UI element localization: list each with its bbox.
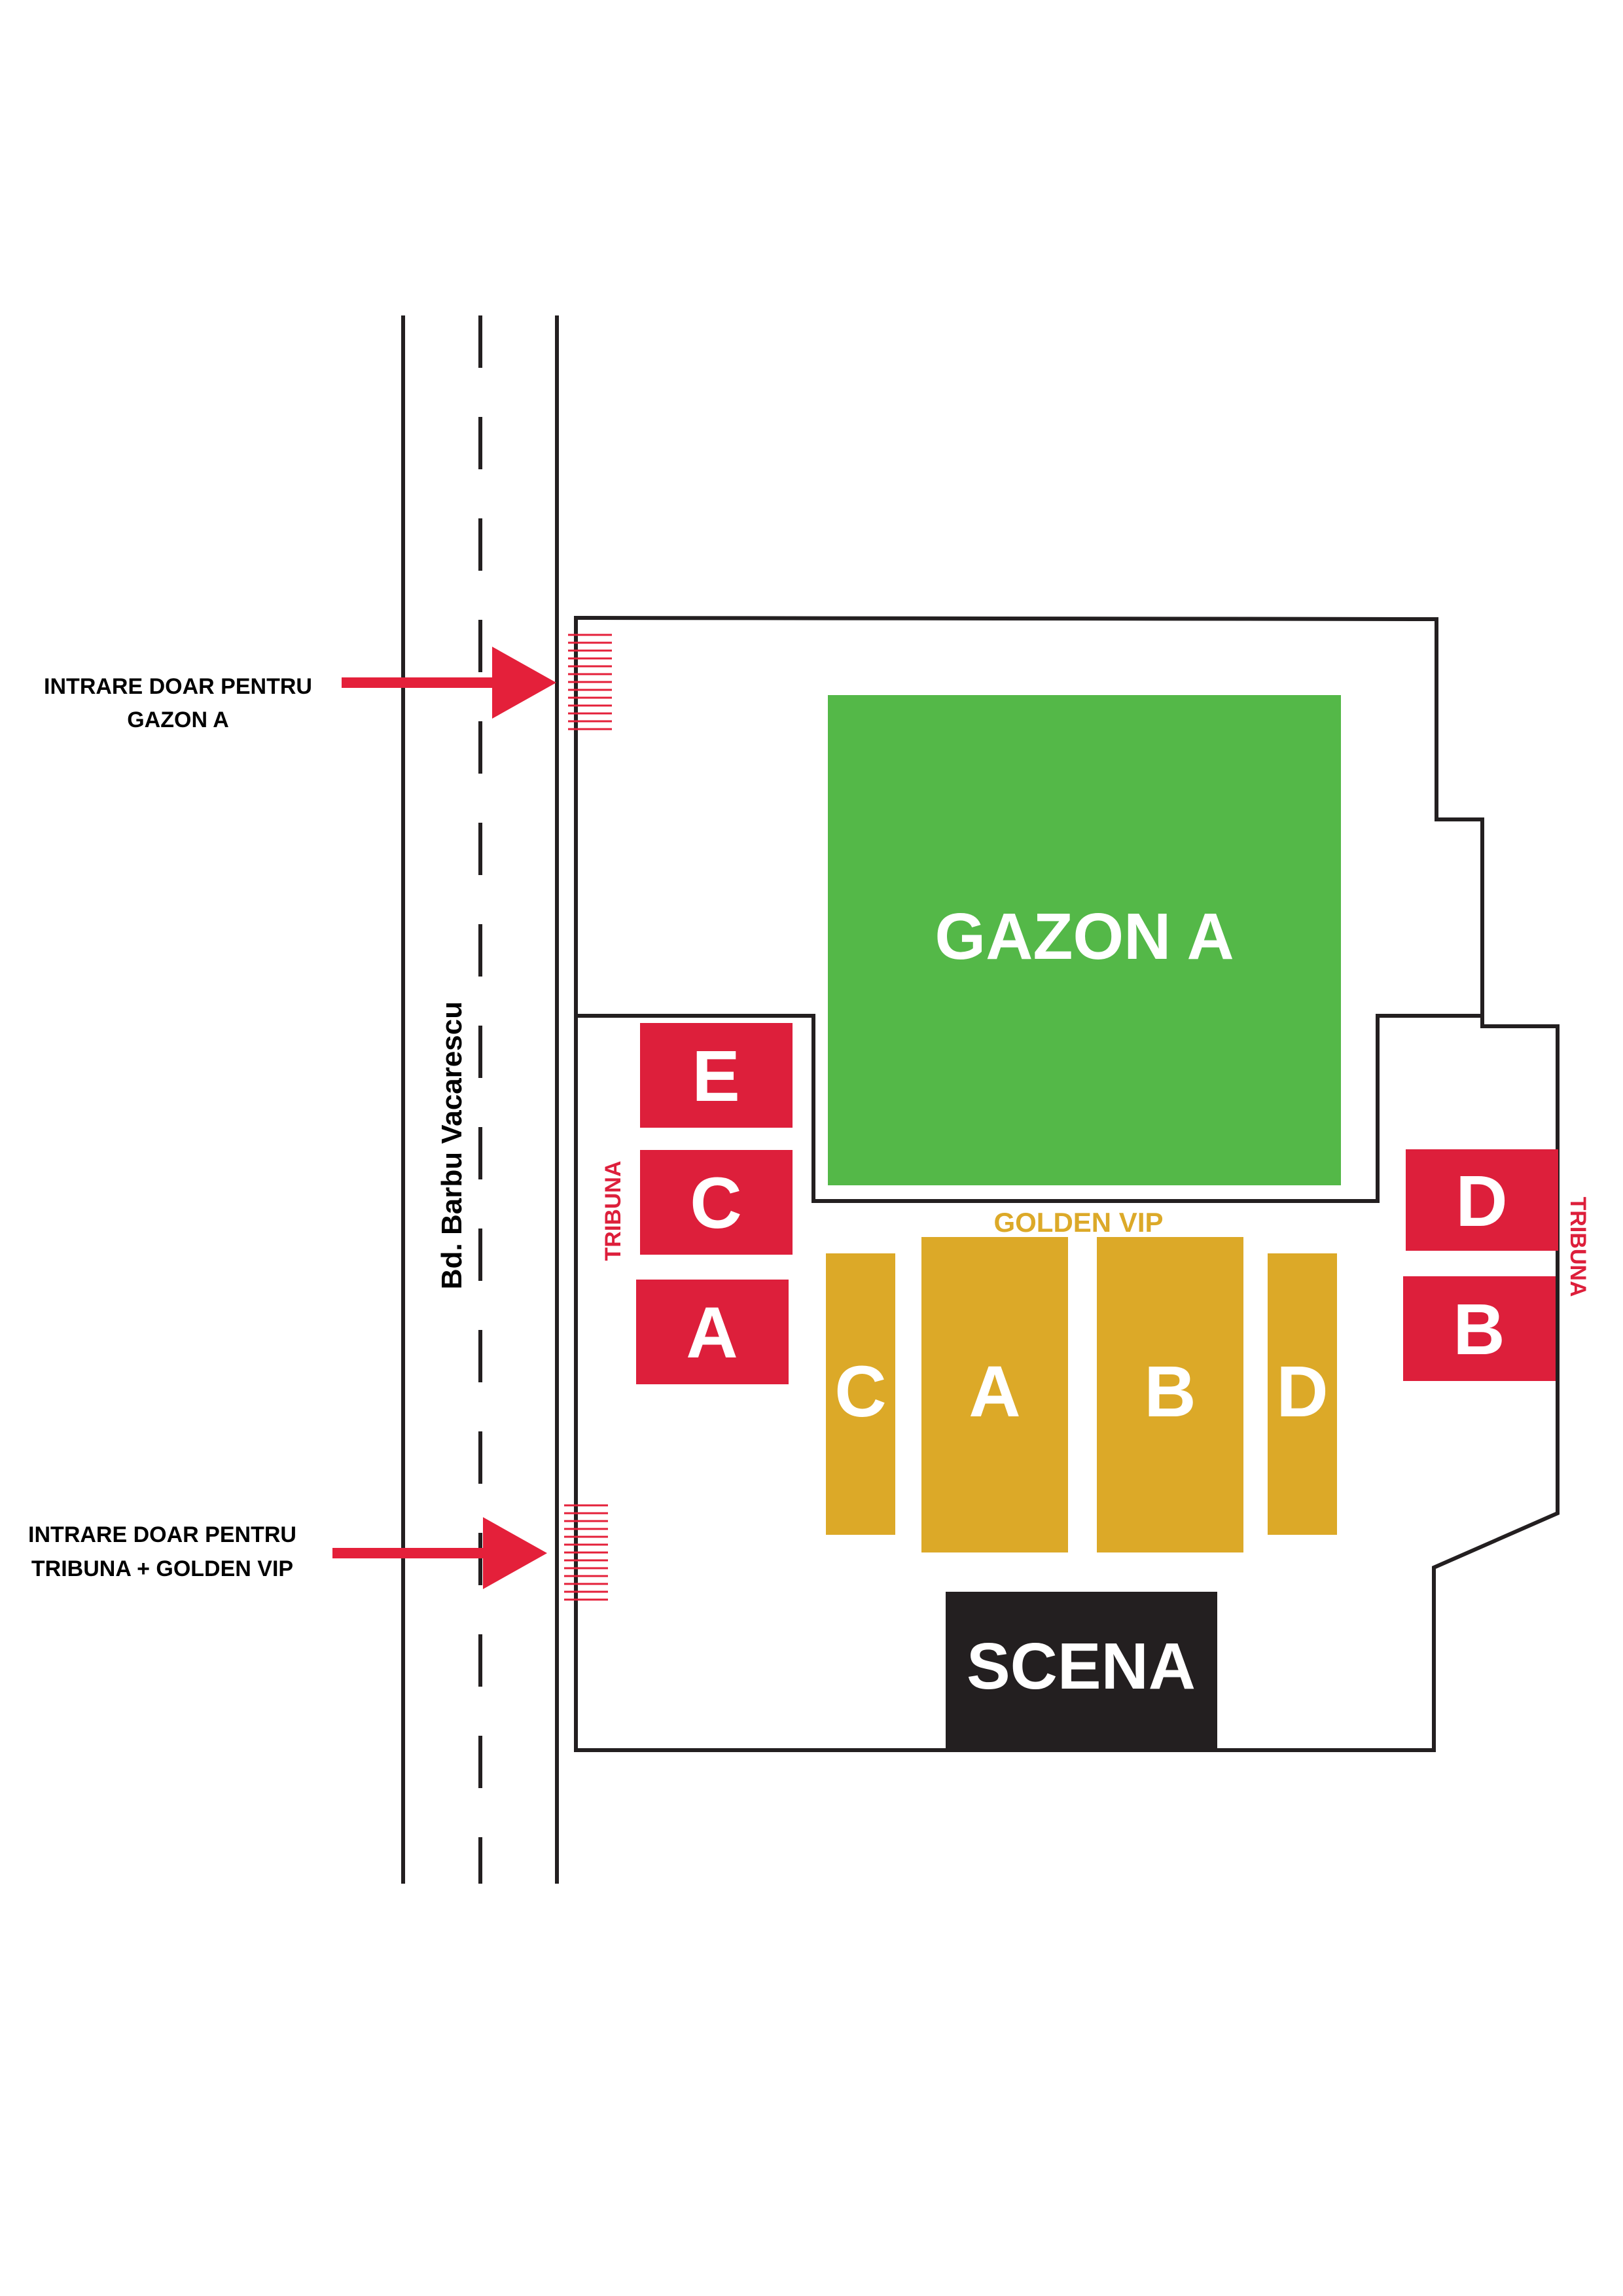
entrance-tribuna-line1: INTRARE DOAR PENTRU (28, 1522, 296, 1547)
tribuna-left-e[interactable]: E (640, 1023, 793, 1128)
tribuna-c-area[interactable] (640, 1150, 793, 1255)
golden-vip-b-label: B (1144, 1352, 1196, 1432)
tribuna-right-label: TRIBUNA (1565, 1197, 1590, 1297)
golden-vip-c[interactable]: C (826, 1253, 895, 1535)
tribuna-c-label: C (690, 1163, 741, 1244)
tribuna-left-c[interactable]: C (640, 1150, 793, 1255)
golden-vip-d-label: D (1276, 1352, 1328, 1432)
gazon-label: GAZON A (935, 900, 1234, 973)
tribuna-d-area[interactable] (1406, 1149, 1558, 1251)
tribuna-e-label: E (692, 1036, 740, 1117)
tribuna-d-label: D (1455, 1161, 1507, 1242)
entrance-arrow-icon (342, 647, 556, 719)
tribuna-right-d[interactable]: D (1406, 1149, 1558, 1251)
road (401, 315, 559, 1884)
street-name: Bd. Barbu Vacarescu (436, 1001, 468, 1289)
zone-gazon-a[interactable]: GAZON A (828, 695, 1341, 1185)
golden-vip-title: GOLDEN VIP (993, 1207, 1163, 1238)
golden-vip-d[interactable]: D (1268, 1253, 1337, 1535)
gazon-area[interactable] (828, 695, 1341, 1185)
entrance-arrow-icon (332, 1517, 547, 1589)
tribuna-left-a[interactable]: A (636, 1280, 789, 1384)
golden-vip-c-label: C (834, 1352, 886, 1432)
tribuna-a-label: A (686, 1293, 738, 1373)
golden-vip-a[interactable]: A (921, 1237, 1068, 1552)
tribuna-b-area[interactable] (1403, 1276, 1556, 1381)
tribuna-right-b[interactable]: B (1403, 1276, 1556, 1381)
entrance-tribuna-line2: TRIBUNA + GOLDEN VIP (31, 1556, 293, 1581)
tribuna-e-area[interactable] (640, 1023, 793, 1128)
tribuna-a-area[interactable] (636, 1280, 789, 1384)
golden-vip-b[interactable]: B (1097, 1237, 1243, 1552)
entrance-gazon-line2: GAZON A (127, 708, 229, 732)
entrance-gate-gazon[interactable] (568, 634, 612, 730)
golden-vip-c-area[interactable] (826, 1253, 895, 1535)
entrance-gate-tribuna[interactable] (564, 1504, 608, 1601)
golden-vip-a-label: A (969, 1352, 1020, 1432)
stage-area (946, 1592, 1217, 1750)
stage-label: SCENA (967, 1630, 1196, 1703)
tribuna-b-label: B (1453, 1289, 1505, 1370)
golden-vip-d-area[interactable] (1268, 1253, 1337, 1535)
golden-vip-a-area[interactable] (921, 1237, 1068, 1552)
gazon-enclosure-line (576, 1014, 1482, 1203)
golden-vip-b-area[interactable] (1097, 1237, 1243, 1552)
stage: SCENA (946, 1592, 1217, 1750)
entrance-gazon-line1: INTRARE DOAR PENTRU (44, 674, 312, 699)
tribuna-left-label: TRIBUNA (601, 1161, 626, 1261)
